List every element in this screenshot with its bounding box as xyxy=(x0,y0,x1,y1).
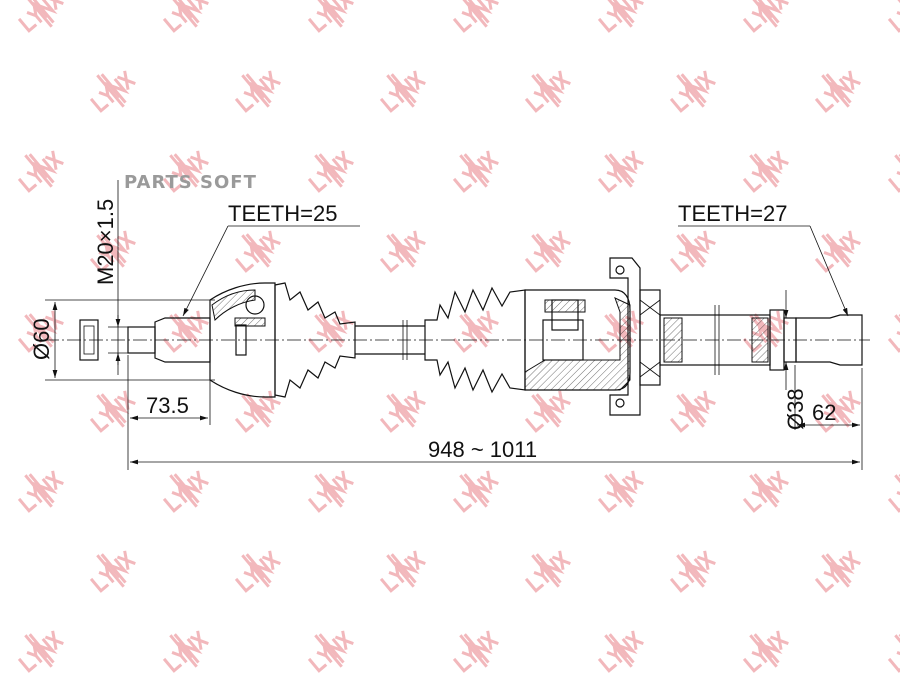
outer-boot xyxy=(274,282,356,398)
watermark-logo xyxy=(162,630,209,673)
watermark-logo xyxy=(669,390,716,433)
watermark-logo xyxy=(814,390,861,433)
watermark-logo xyxy=(814,550,861,593)
watermark-logo xyxy=(17,630,64,673)
watermark-logo xyxy=(17,0,64,33)
watermark-logo xyxy=(234,70,281,113)
watermark-logo xyxy=(452,150,499,193)
watermark-logo xyxy=(814,70,861,113)
watermark-logo xyxy=(234,390,281,433)
watermark-logo xyxy=(379,390,426,433)
length-73-5-label: 73.5 xyxy=(146,393,189,418)
watermark-logo xyxy=(379,70,426,113)
watermark-logo xyxy=(17,150,64,193)
length-62-label: 62 xyxy=(812,400,836,425)
watermark-logo xyxy=(669,70,716,113)
watermark-logo xyxy=(597,150,644,193)
watermark-logo xyxy=(669,230,716,273)
teeth-left-label: TEETH=25 xyxy=(228,201,337,226)
watermark-logo xyxy=(379,550,426,593)
watermark-logo xyxy=(17,470,64,513)
watermark-logo xyxy=(307,0,354,33)
watermark-logo xyxy=(89,70,136,113)
watermark-logo xyxy=(887,470,900,513)
watermark-logo xyxy=(162,0,209,33)
diameter-60-label: Ø60 xyxy=(29,318,54,360)
intermediate-shaft xyxy=(659,305,863,375)
watermark-logo xyxy=(452,470,499,513)
watermark-logo xyxy=(234,550,281,593)
watermark-logo xyxy=(452,630,499,673)
hub-nut xyxy=(79,319,99,361)
watermark-logo xyxy=(307,630,354,673)
diameter-38-label: Ø38 xyxy=(783,388,808,430)
watermark-logo xyxy=(887,150,900,193)
watermark-logo xyxy=(89,550,136,593)
total-length-label: 948 ~ 1011 xyxy=(428,437,537,462)
watermark-logo xyxy=(597,470,644,513)
teeth-right-label: TEETH=27 xyxy=(678,201,787,226)
watermark-logo xyxy=(887,0,900,33)
watermark-logo xyxy=(452,310,499,353)
watermark-logo xyxy=(742,0,789,33)
parts-soft-overlay: PARTS SOFT xyxy=(124,172,257,193)
watermark-logo xyxy=(887,310,900,353)
watermark-logo xyxy=(597,0,644,33)
watermark-logo xyxy=(307,310,354,353)
lynx-watermark xyxy=(17,0,900,673)
outer-cv-joint xyxy=(127,282,276,398)
watermark-logo xyxy=(524,390,571,433)
axle-shaft xyxy=(355,320,425,360)
watermark-logo xyxy=(742,630,789,673)
watermark-logo xyxy=(89,390,136,433)
inner-tripod-joint xyxy=(524,257,661,416)
watermark-logo xyxy=(742,470,789,513)
watermark-logo xyxy=(162,310,209,353)
dimension-lines xyxy=(45,180,863,470)
watermark-logo xyxy=(234,230,281,273)
watermark-logo xyxy=(597,630,644,673)
watermark-logo xyxy=(669,550,716,593)
watermark-logo xyxy=(524,70,571,113)
thread-label: M20×1.5 xyxy=(93,199,118,285)
watermark-logo xyxy=(162,150,209,193)
watermark-logo xyxy=(742,150,789,193)
watermark-logo xyxy=(524,230,571,273)
watermark-logo xyxy=(524,550,571,593)
watermark-logo xyxy=(887,630,900,673)
watermark-logo xyxy=(814,230,861,273)
watermark-logo xyxy=(307,470,354,513)
watermark-logo xyxy=(379,230,426,273)
watermark-logo xyxy=(452,0,499,33)
watermark-logo xyxy=(162,470,209,513)
watermark-logo xyxy=(89,230,136,273)
watermark-logo xyxy=(307,150,354,193)
